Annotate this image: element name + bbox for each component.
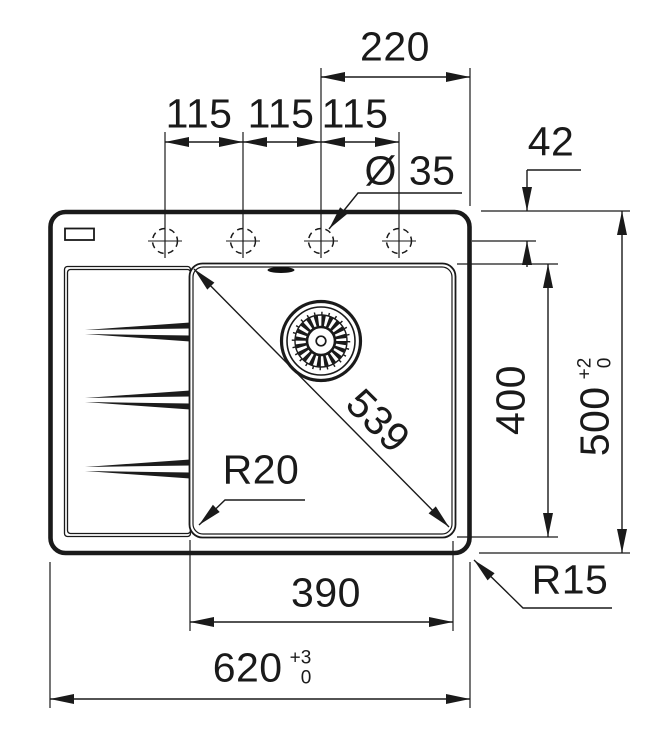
dim-42-label: 42 — [527, 118, 575, 165]
dim-500-tol-plus: +2 — [574, 357, 596, 380]
overflow-slot — [267, 267, 295, 273]
dim-400-label: 400 — [487, 365, 534, 435]
dim-620-label: 620 +3 0 — [212, 644, 312, 691]
dim-620-tol-plus: +3 — [289, 647, 312, 669]
dimension-arrows — [50, 72, 627, 704]
dim-500-value: 500 — [571, 386, 618, 457]
dim-115-label-3: 115 — [321, 90, 389, 137]
dim-115-label-2: 115 — [247, 90, 315, 137]
dim-500-tol-zero: 0 — [594, 357, 615, 369]
dim-390-label: 390 — [291, 569, 361, 616]
dim-620-tol-zero: 0 — [300, 667, 312, 688]
dim-hole-diameter-label: Ø 35 — [364, 147, 456, 194]
extension-lines — [49, 68, 630, 708]
dim-620-tolerance: +3 0 — [290, 648, 312, 688]
strainer-drain — [279, 299, 363, 383]
dim-220-label: 220 — [360, 23, 430, 70]
dim-620-value: 620 — [212, 644, 283, 691]
drain-grooves — [85, 322, 190, 479]
dim-115-label-1: 115 — [165, 90, 233, 137]
dim-500-tolerance: +2 0 — [574, 357, 615, 380]
radius-r15-label: R15 — [531, 556, 609, 603]
radius-r20-label: R20 — [222, 446, 300, 493]
logo-plate — [64, 227, 95, 241]
dim-500-label: 500 +2 0 — [571, 357, 618, 457]
diagonal-dimension-line — [193, 268, 450, 528]
